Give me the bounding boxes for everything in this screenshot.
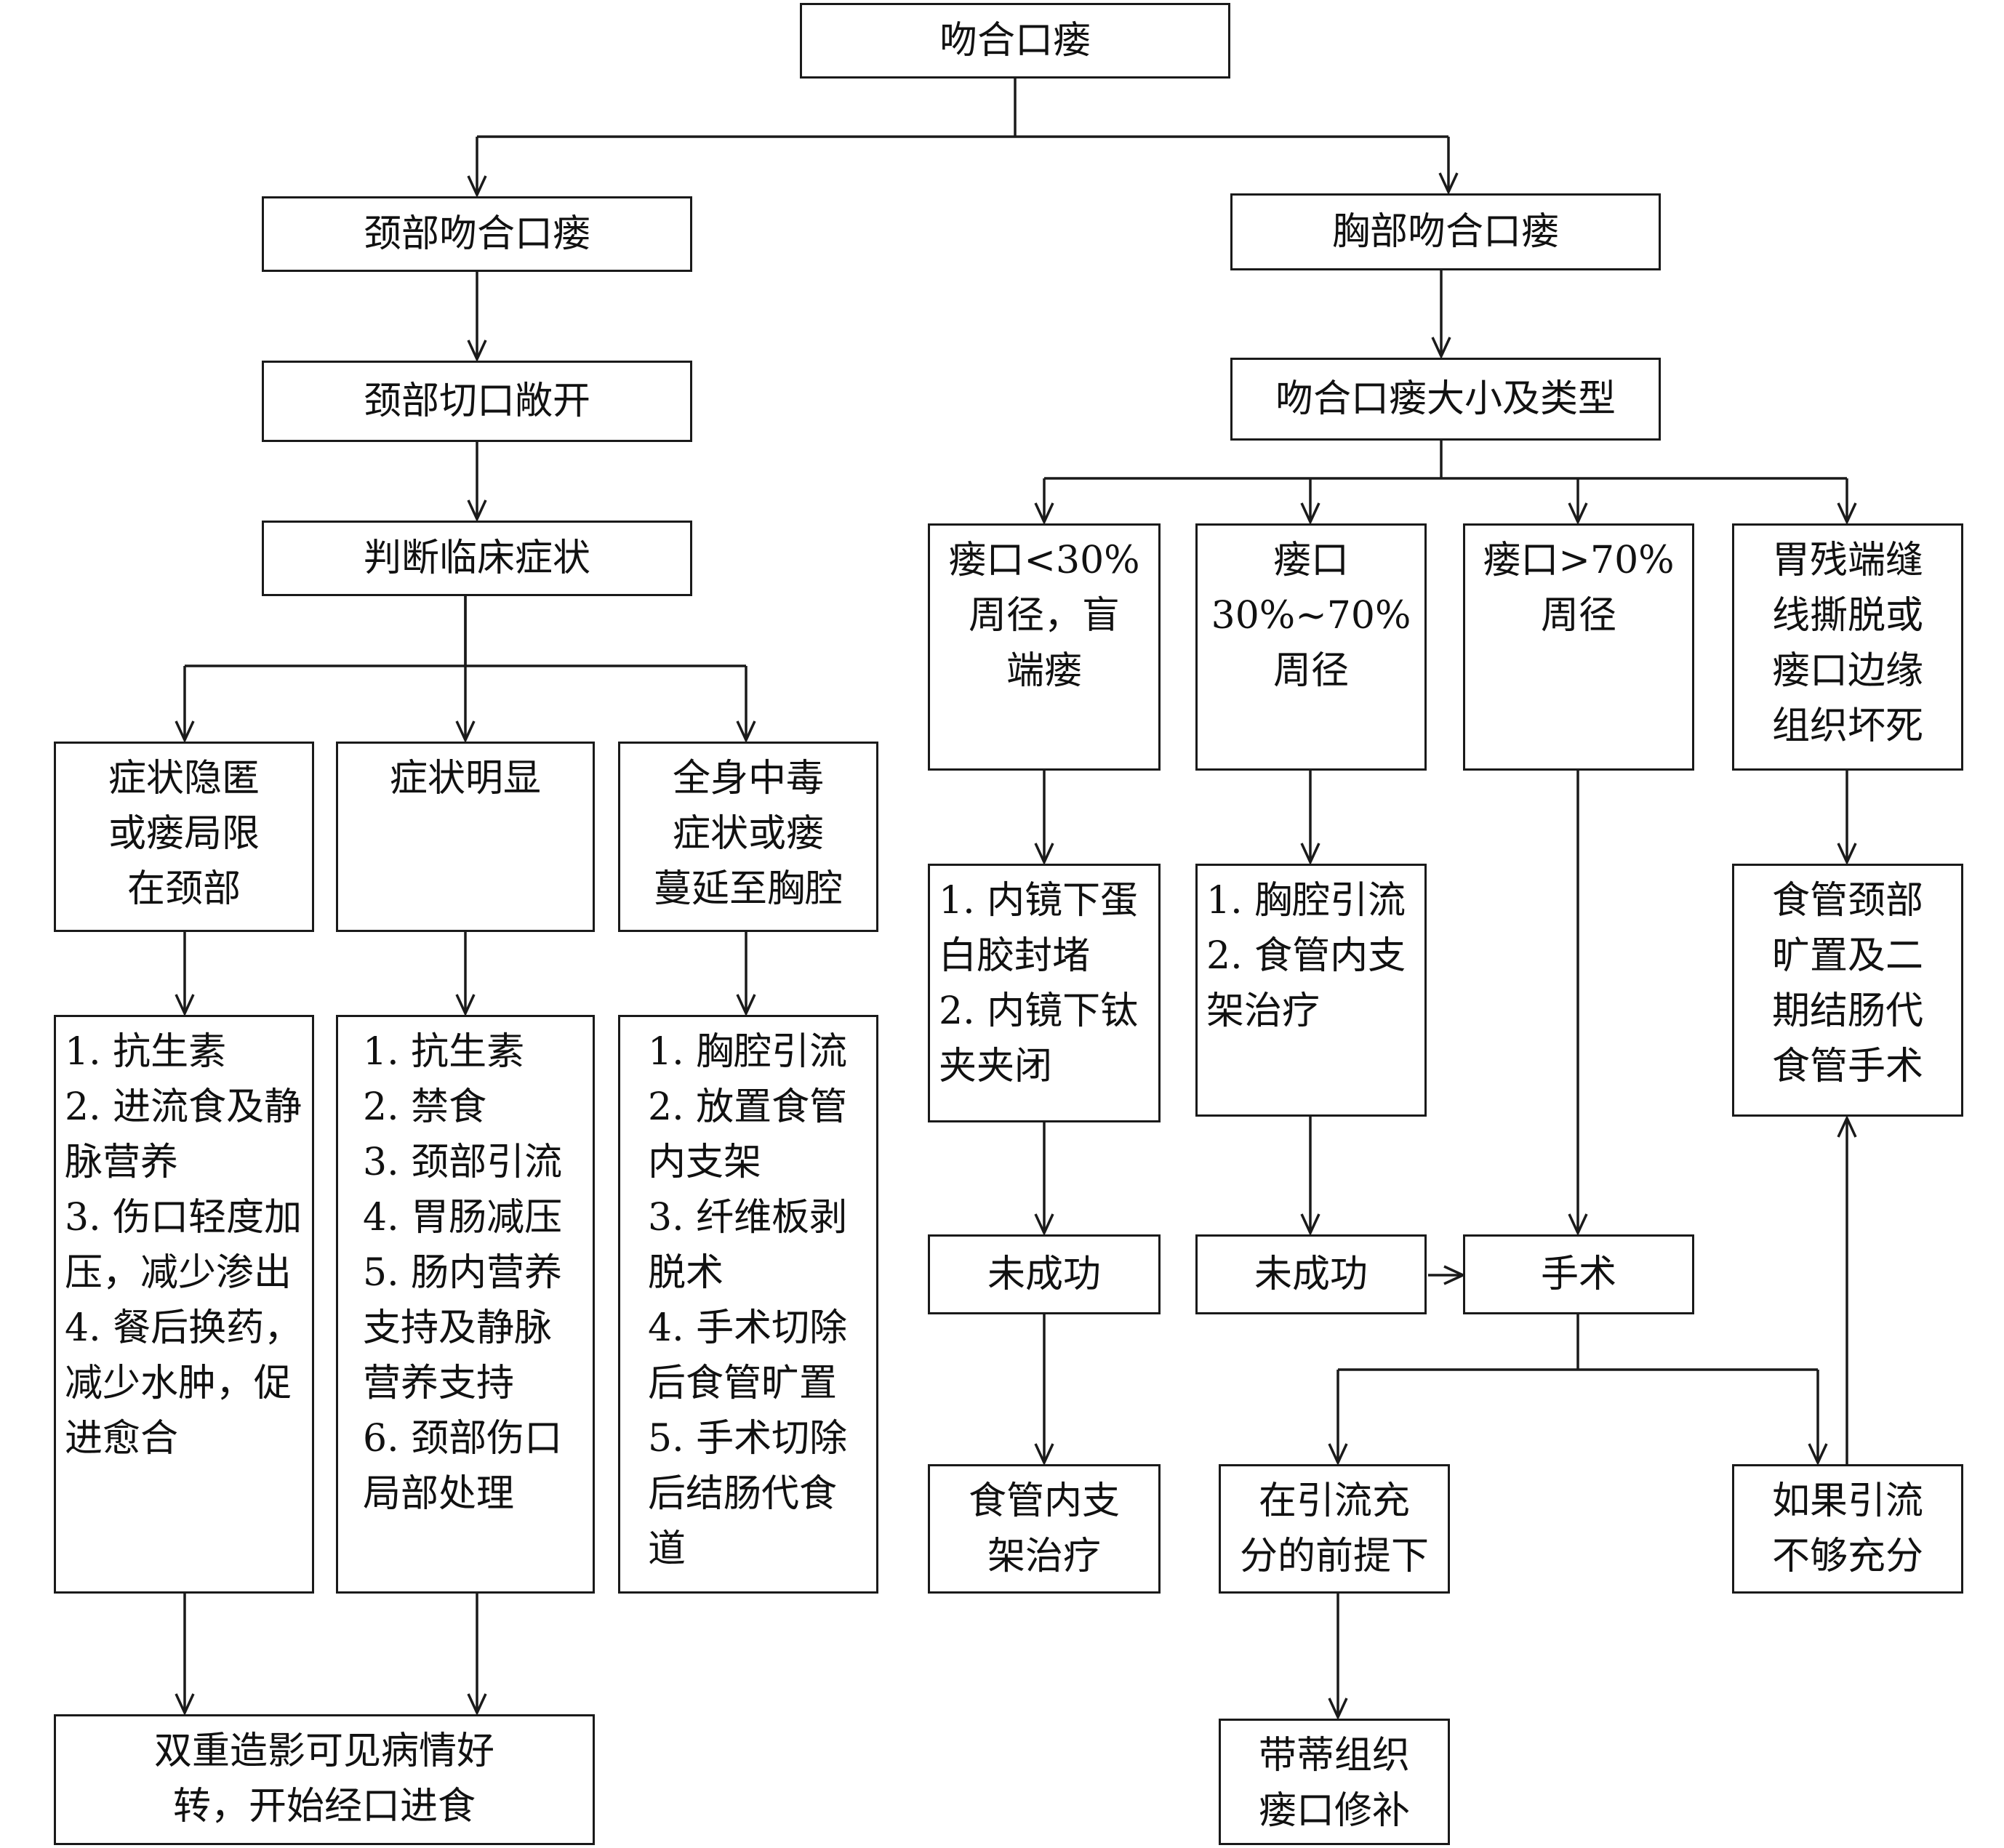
node-chest-fistula: 胸部吻合口瘘	[1230, 193, 1661, 270]
node-pedicle-repair: 带蒂组织 瘘口修补	[1219, 1719, 1450, 1845]
node-neck-fistula: 颈部吻合口瘘	[262, 196, 692, 272]
node-stump-necrosis: 胃残端缝 线撕脱或 瘘口边缘 组织坏死	[1732, 523, 1963, 771]
node-drain-stent: 1. 胸腔引流 2. 食管内支 架治疗	[1195, 864, 1427, 1117]
node-fistula-gt70: 瘘口>70% 周径	[1463, 523, 1694, 771]
node-stent-therapy: 食管内支 架治疗	[928, 1464, 1161, 1594]
node-adequate-drainage: 在引流充 分的前提下	[1219, 1464, 1450, 1594]
node-cervical-exclusion: 食管颈部 旷置及二 期结肠代 食管手术	[1732, 864, 1963, 1117]
node-symptom-toxic: 全身中毒 症状或瘘 蔓延至胸腔	[618, 742, 878, 932]
node-fistula-lt30: 瘘口<30% 周径，盲 端瘘	[928, 523, 1161, 771]
node-treatment-hidden: 1. 抗生素 2. 进流食及静 脉营养 3. 伤口轻度加 压，减少渗出 4. 餐…	[54, 1015, 314, 1594]
node-fistula-30-70: 瘘口 30%~70% 周径	[1195, 523, 1427, 771]
node-endoscopic-treatment: 1. 内镜下蛋 白胶封堵 2. 内镜下钛 夹夹闭	[928, 864, 1161, 1122]
node-inadequate-drainage: 如果引流 不够充分	[1732, 1464, 1963, 1594]
node-treatment-obvious: 1. 抗生素 2. 禁食 3. 颈部引流 4. 胃肠减压 5. 肠内营养 支持及…	[336, 1015, 595, 1594]
node-judge-symptoms: 判断临床症状	[262, 521, 692, 596]
node-symptom-hidden: 症状隐匿 或瘘局限 在颈部	[54, 742, 314, 932]
node-result-improved: 双重造影可见病情好 转，开始经口进食	[54, 1714, 595, 1845]
node-symptom-obvious: 症状明显	[336, 742, 595, 932]
node-anastomotic-fistula: 吻合口瘘	[800, 3, 1230, 79]
node-surgery: 手术	[1463, 1234, 1694, 1314]
node-neck-incision-open: 颈部切口敞开	[262, 361, 692, 442]
node-failed-1: 未成功	[928, 1234, 1161, 1314]
node-fistula-size-type: 吻合口瘘大小及类型	[1230, 358, 1661, 441]
node-treatment-toxic: 1. 胸腔引流 2. 放置食管 内支架 3. 纤维板剥 脱术 4. 手术切除 后…	[618, 1015, 878, 1594]
node-failed-2: 未成功	[1195, 1234, 1427, 1314]
